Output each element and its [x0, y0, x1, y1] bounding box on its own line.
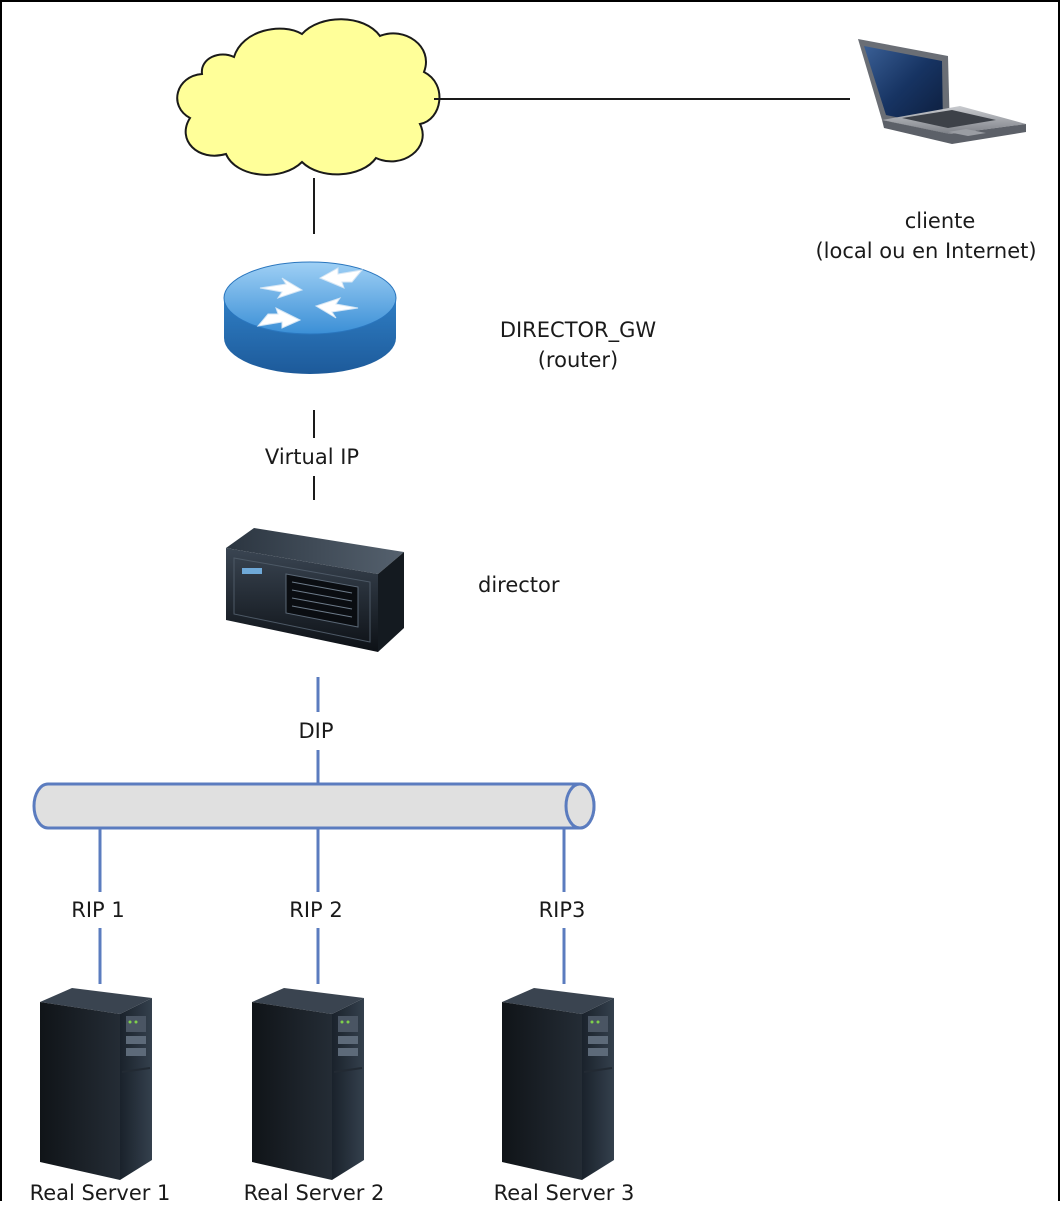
director-server-icon: [226, 528, 404, 652]
rip2-label: RIP 2: [289, 898, 343, 922]
real-server-1-icon: [40, 988, 152, 1180]
router-label-line1: DIRECTOR_GW: [499, 318, 657, 342]
virtual-ip-label: Virtual IP: [264, 445, 360, 469]
server-links: [98, 828, 566, 984]
real-server-2-label: Real Server 2: [243, 1181, 385, 1205]
real-server-3-label: Real Server 3: [493, 1181, 635, 1205]
cloud-icon: [176, 18, 441, 176]
router-label-line2: (router): [537, 348, 619, 372]
rip3-label: RIP3: [538, 898, 586, 922]
client-label-line1: cliente: [904, 209, 976, 233]
director-label: director: [478, 573, 560, 597]
real-server-3-icon: [502, 988, 614, 1180]
router-icon: [223, 261, 397, 374]
client-label-line2: (local ou en Internet): [815, 239, 1037, 263]
real-server-2-icon: [252, 988, 364, 1180]
rip1-label: RIP 1: [71, 898, 125, 922]
network-bus-icon: [32, 782, 596, 830]
laptop-icon: [858, 39, 1026, 144]
real-server-1-label: Real Server 1: [29, 1181, 171, 1205]
dip-label: DIP: [298, 719, 334, 743]
